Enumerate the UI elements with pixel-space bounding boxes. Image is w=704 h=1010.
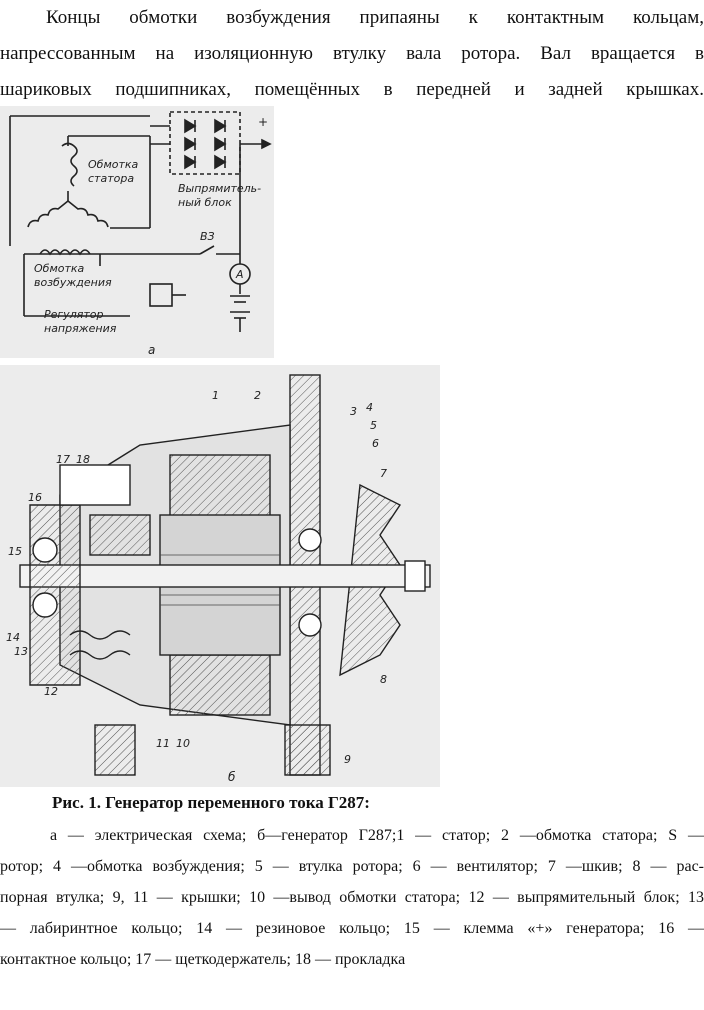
callout-2: 2 [254,389,261,402]
callout-13: 13 [14,645,28,658]
caption-line-3: порная втулка; 9, 11 — крышки; 10 —вывод… [0,889,704,906]
rectifier-label-line1: Выпрямитель- [178,182,261,195]
body-paragraph: Концы обмотки возбуждения припаяны к кон… [0,0,704,108]
callout-16: 16 [28,491,42,504]
figure-caption-title: Рис. 1. Генератор переменного тока Г287: [52,793,370,812]
callout-18: 18 [76,453,90,466]
rectifier-diodes [184,118,227,170]
callout-9: 9 [344,753,351,766]
callout-12: 12 [44,685,58,698]
field-winding-label-line2: возбуждения [34,276,112,289]
ammeter-label: A [235,268,244,281]
figure-b-generator-section: 1 2 3 4 5 6 7 8 9 10 11 12 13 14 15 16 1… [0,365,440,787]
regulator-label-line2: напряжения [44,322,117,335]
paragraph-line-3: шариковых подшипниках, помещённых в пере… [0,79,704,100]
callout-17: 17 [56,453,70,466]
switch-label: ВЗ [200,230,215,243]
caption-line-4: — лабиринтное кольцо; 14 — резиновое кол… [0,920,704,937]
figure-b-letter: б [228,770,236,784]
regulator-label-line1: Регулятор [44,308,103,321]
callout-7: 7 [380,467,387,480]
figure-caption: а — электрическая схема; б—генератор Г28… [0,820,704,975]
caption-line-5: контактное кольцо; 17 — щеткодержатель; … [0,951,406,968]
caption-line-1: а — электрическая схема; б—генератор Г28… [50,827,704,844]
callout-6: 6 [372,437,379,450]
callout-4: 4 [366,401,373,414]
callout-1: 1 [212,389,219,402]
figure-a-schematic: Обмотка статора Выпрямитель- ный блок Об… [0,106,274,358]
callout-5: 5 [370,419,377,432]
caption-line-2: ротор; 4 —обмотка возбуждения; 5 — втулк… [0,858,704,875]
paragraph-line-1: Концы обмотки возбуждения припаяны к кон… [46,7,704,28]
callout-15: 15 [8,545,22,558]
generator-drawing: 1 2 3 4 5 6 7 8 9 10 11 12 13 14 15 16 1… [6,374,431,784]
callout-11: 11 [156,737,170,750]
schematic-drawing: Обмотка статора Выпрямитель- ный блок Об… [9,111,272,357]
callout-8: 8 [380,673,387,686]
paragraph-line-2: напрессованным на изоляционную втулку ва… [0,43,704,64]
plus-terminal-label: + [258,115,268,129]
figure-a-letter: а [148,343,155,357]
field-winding-label-line1: Обмотка [34,262,85,275]
stator-label-line2: статора [88,172,134,185]
callout-3: 3 [350,405,357,418]
stator-label-line1: Обмотка [88,158,139,171]
callout-10: 10 [176,737,190,750]
rectifier-label-line2: ный блок [178,196,232,209]
callout-14: 14 [6,631,20,644]
